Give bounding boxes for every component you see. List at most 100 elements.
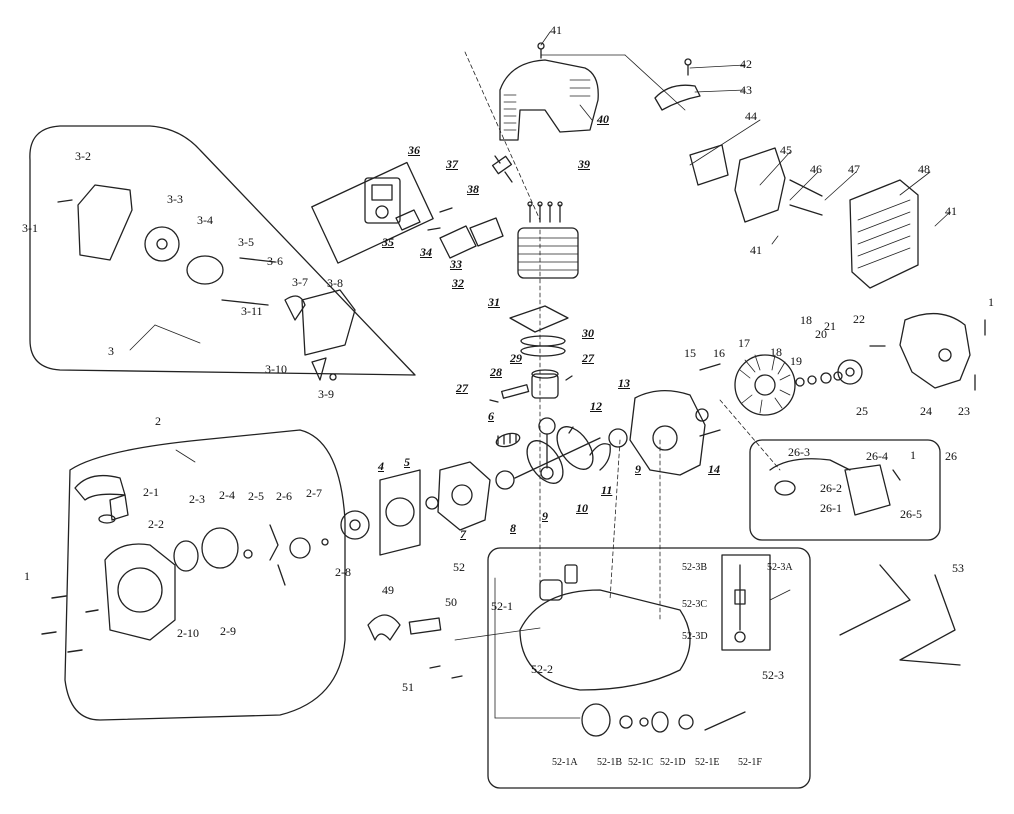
label-50: 50: [445, 595, 457, 609]
gasket-11: [589, 443, 611, 471]
label-52-1: 52-1: [491, 599, 513, 613]
label-24: 24: [920, 404, 932, 418]
label-29: 29: [510, 351, 522, 365]
group-3-outline: [29, 125, 416, 376]
label-52-1F: 52-1F: [738, 757, 762, 768]
fuel-tank: [519, 564, 691, 691]
label-5: 5: [404, 455, 410, 469]
label-16: 16: [713, 346, 725, 360]
cover-43: [654, 84, 701, 111]
label-43: 43: [740, 83, 752, 97]
label-32: 32: [452, 276, 464, 290]
bolts-47: [789, 179, 823, 216]
label-28: 28: [490, 365, 502, 379]
screws-51: [429, 665, 463, 679]
label-45: 45: [780, 143, 792, 157]
gasket-44: [689, 144, 729, 186]
label-42: 42: [740, 57, 752, 71]
gasket-31: [509, 305, 569, 333]
label-52-1E: 52-1E: [695, 757, 720, 768]
fuel-filter-52-3: [734, 564, 746, 643]
label-3-10: 3-10: [265, 362, 287, 376]
label-36: 36: [408, 143, 420, 157]
label-35: 35: [382, 235, 394, 249]
crankcase-left: [437, 461, 491, 531]
label-2-6: 2-6: [276, 489, 292, 503]
ring-30b: [520, 345, 566, 357]
label-52-1D: 52-1D: [660, 757, 686, 768]
label-2-9: 2-9: [220, 624, 236, 638]
insulator-34: [439, 225, 477, 259]
label-3-6: 3-6: [267, 254, 283, 268]
crankshaft: [514, 426, 601, 484]
group-26-outline: [749, 439, 941, 541]
label-15: 15: [684, 346, 696, 360]
label-13: 13: [618, 376, 630, 390]
label-47: 47: [848, 162, 860, 176]
leader-lines: [129, 31, 951, 719]
label-38: 38: [467, 182, 479, 196]
label-3-1: 3-1: [22, 221, 38, 235]
label-2-8: 2-8: [335, 565, 351, 579]
label-40: 40: [597, 112, 609, 126]
bearing-9b: [608, 428, 628, 448]
group-36-outline: [311, 161, 434, 264]
label-1c: 1: [24, 569, 30, 583]
label-34: 34: [420, 245, 432, 259]
label-12: 12: [590, 399, 602, 413]
label-52-1C: 52-1C: [628, 757, 653, 768]
label-41a: 41: [550, 23, 562, 37]
label-3-7: 3-7: [292, 275, 308, 289]
label-48: 48: [918, 162, 930, 176]
cylinder-cover: [499, 59, 599, 141]
label-11: 11: [601, 483, 613, 497]
label-52-3C: 52-3C: [682, 599, 707, 610]
carburetor: [364, 177, 401, 224]
label-41c: 41: [750, 243, 762, 257]
group-2-parts: [41, 474, 329, 653]
label-21: 21: [824, 319, 836, 333]
fan-housing-24: [899, 312, 971, 389]
label-51: 51: [402, 680, 414, 694]
label-3-9: 3-9: [318, 387, 334, 401]
label-10: 10: [576, 501, 588, 515]
piston: [531, 369, 559, 399]
label-3: 3: [108, 344, 114, 358]
crankcase-right: [629, 390, 706, 476]
label-27b: 27: [582, 351, 594, 365]
muffler-bracket-45: [734, 147, 786, 223]
label-52-3: 52-3: [762, 668, 784, 682]
screws-39: [527, 201, 563, 223]
label-2-1: 2-1: [143, 485, 159, 499]
label-31: 31: [488, 295, 500, 309]
label-6: 6: [488, 409, 494, 423]
label-20: 20: [815, 327, 827, 341]
gasket-35: [395, 209, 421, 231]
label-26-1: 26-1: [820, 501, 842, 515]
label-19: 19: [790, 354, 802, 368]
label-26-4: 26-4: [866, 449, 888, 463]
label-26-2: 26-2: [820, 481, 842, 495]
bearing-9a: [495, 470, 515, 490]
group-3-parts: [57, 184, 356, 381]
label-52-1A: 52-1A: [552, 757, 578, 768]
label-4: 4: [378, 459, 384, 473]
label-39: 39: [578, 157, 590, 171]
fuel-cap-parts: [581, 703, 746, 737]
label-3-11: 3-11: [241, 304, 263, 318]
label-3-8: 3-8: [327, 276, 343, 290]
label-46: 46: [810, 162, 822, 176]
flywheel: [734, 354, 796, 416]
label-3-3: 3-3: [167, 192, 183, 206]
gasket-5-hole: [385, 497, 415, 527]
label-25: 25: [856, 404, 868, 418]
oil-seal-8: [425, 496, 439, 510]
label-2-7: 2-7: [306, 486, 322, 500]
spark-plug-38: [491, 155, 513, 183]
screws-16: [699, 363, 721, 437]
label-23: 23: [958, 404, 970, 418]
label-26: 26: [945, 449, 957, 463]
label-30: 30: [582, 326, 594, 340]
clip-27a: [489, 399, 499, 403]
label-3-4: 3-4: [197, 213, 213, 227]
